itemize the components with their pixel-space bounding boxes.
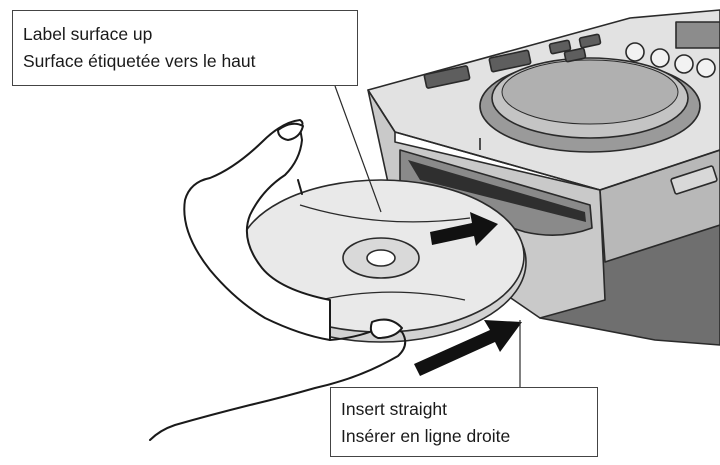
round-button-4 [696,58,716,78]
top-button-small-2 [578,33,602,49]
insert-straight-text-en: Insert straight [341,399,448,419]
top-button-small-1 [548,39,572,55]
hand-back [183,119,331,341]
label-surface-text-en: Label surface up [23,24,153,44]
label-surface-leader [334,85,382,213]
top-button-small-3 [563,47,587,63]
insert-straight-callout: Insert straight Insérer en ligne droite [330,387,598,457]
top-button-middle [488,49,532,73]
jog-wheel-top [501,59,679,125]
insert-straight-text-fr: Insérer en ligne droite [341,426,511,446]
disc-slot-inner [408,160,586,222]
index-fingernail [277,122,304,141]
hand [149,119,407,441]
label-surface-callout: Label surface up Surface étiquetée vers … [12,10,358,86]
side-vent [670,165,718,195]
round-button-1 [625,42,645,62]
insert-arrow-lower [414,320,522,376]
label-surface-text-fr: Surface étiquetée vers le haut [23,51,256,71]
leader-lines [334,85,521,387]
disc-hole [366,249,396,267]
top-button-left [423,65,471,89]
round-button-3 [674,54,694,74]
insert-arrow-upper [430,212,498,246]
display-panel [675,21,720,49]
insertion-arrows [414,212,522,376]
round-button-2 [650,48,670,68]
thumbnail [369,318,403,339]
cd-player [367,9,720,346]
finger-crease [297,179,303,195]
player-front-edge [367,89,720,191]
